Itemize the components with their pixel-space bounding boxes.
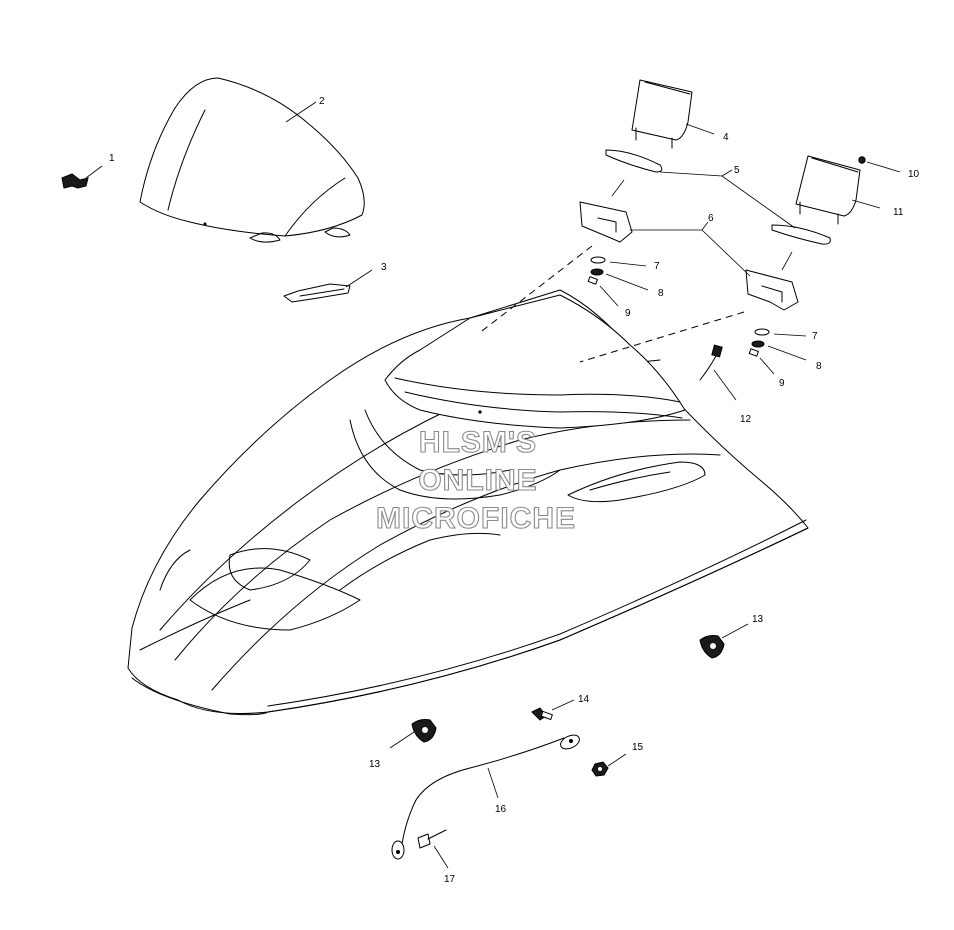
callout-10: 10 [908, 169, 920, 180]
part-1-wing-nut [61, 173, 89, 189]
part-7-8-9-hardware-right [748, 328, 770, 357]
callout-9b: 9 [779, 378, 785, 389]
callout-2: 2 [319, 96, 325, 107]
callout-7a: 7 [654, 261, 660, 272]
callout-11: 11 [893, 207, 904, 218]
callout-9a: 9 [625, 308, 631, 319]
callout-16: 16 [495, 804, 507, 815]
part-17-rivet [417, 829, 447, 849]
watermark: HLSM'S ONLINE MICROFICHE [375, 425, 576, 535]
callout-5: 5 [734, 165, 740, 176]
callout-6: 6 [708, 213, 714, 224]
part-4-gauge [631, 79, 693, 149]
part-13-clip-right [699, 635, 725, 659]
callout-17: 17 [444, 874, 456, 885]
callout-7b: 7 [812, 331, 818, 342]
part-16-cable [391, 734, 580, 860]
callout-4: 4 [723, 132, 729, 143]
callout-labels: 1 2 3 4 5 6 7 8 9 10 11 7 8 9 12 13 13 1… [109, 96, 920, 885]
watermark-line-1: HLSM'S [419, 426, 537, 459]
part-12-grommet [699, 344, 723, 381]
callout-15: 15 [632, 742, 644, 753]
callout-3: 3 [381, 262, 387, 273]
part-6-housing [579, 201, 799, 311]
alignment-line-right [579, 311, 745, 363]
callout-13a: 13 [752, 614, 764, 625]
watermark-line-2: ONLINE [418, 464, 537, 497]
part-5-gasket [605, 149, 831, 245]
callout-8a: 8 [658, 288, 664, 299]
callout-14: 14 [578, 694, 590, 705]
part-14-bolt [531, 707, 553, 721]
part-7-8-9-hardware-left [587, 256, 606, 285]
watermark-line-3: MICROFICHE [376, 502, 576, 535]
alignment-line-left [477, 245, 593, 335]
callout-8b: 8 [816, 361, 822, 372]
part-13-clip-left [411, 719, 437, 743]
callout-12: 12 [740, 414, 752, 425]
part-11-gauge [795, 155, 861, 225]
dash-frame [384, 294, 686, 429]
part-10-screw [858, 156, 866, 164]
callout-13b: 13 [369, 759, 381, 770]
part-2-windshield [139, 77, 365, 243]
part-15-nut [591, 761, 609, 777]
callout-1: 1 [109, 153, 115, 164]
part-3-clip [283, 283, 351, 303]
